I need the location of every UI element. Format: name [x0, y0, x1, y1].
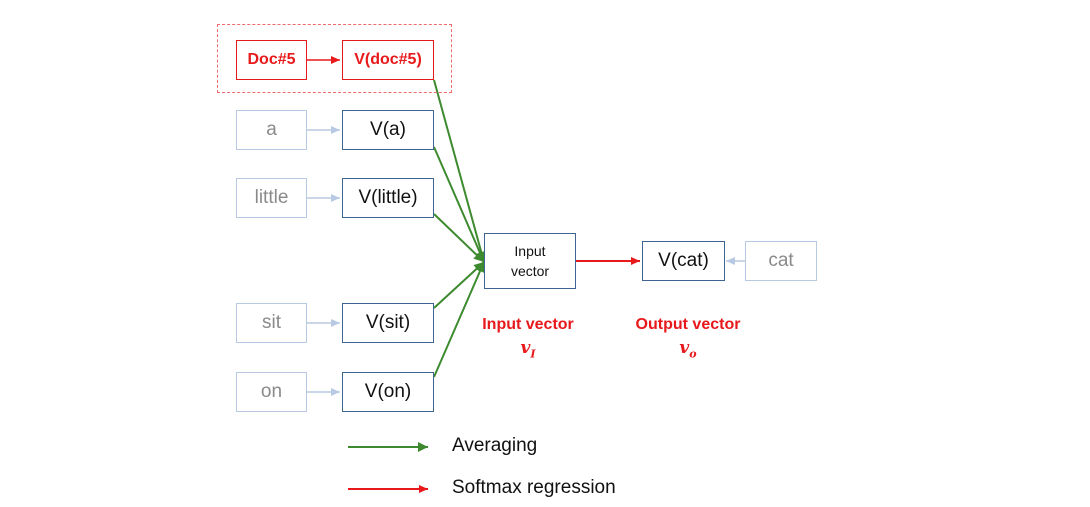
output-vector-box: V(cat) [642, 241, 725, 281]
doc-box: Doc#5 [236, 40, 307, 80]
output-symbol-sub: o [689, 347, 697, 361]
input-vector-box: Input vector [484, 233, 576, 289]
averaging-arrow-a [433, 146, 485, 263]
input-vector-line1: Input [514, 243, 546, 259]
output-vector-label: Output vector [635, 316, 741, 333]
vector-box-sit: V(sit) [342, 303, 434, 343]
input-symbol-v: v [520, 338, 531, 358]
vector-box-little: V(little) [342, 178, 434, 218]
averaging-arrow-sit [433, 261, 485, 309]
word-box-on: on [236, 372, 307, 412]
word-box-little: little [236, 178, 307, 218]
input-vector-label: Input vector [482, 316, 574, 333]
vector-box-a: V(a) [342, 110, 434, 150]
output-symbol-v: v [679, 338, 690, 358]
doc-highlight-frame [217, 24, 452, 93]
legend-averaging-label: Averaging [452, 435, 538, 456]
averaging-arrow-on [433, 261, 485, 378]
word-box-a: a [236, 110, 307, 150]
vector-box-on: V(on) [342, 372, 434, 412]
input-vector-line2: vector [510, 263, 550, 279]
doc-vector-box: V(doc#5) [342, 40, 434, 80]
averaging-arrow-doc [433, 79, 487, 263]
input-vector-symbol: vI [500, 338, 556, 360]
input-symbol-sub: I [530, 347, 536, 361]
word-box-sit: sit [236, 303, 307, 343]
output-word-box: cat [745, 241, 817, 281]
averaging-arrow-little [433, 213, 485, 263]
legend-softmax-label: Softmax regression [452, 477, 616, 498]
output-vector-symbol: vo [660, 338, 716, 360]
